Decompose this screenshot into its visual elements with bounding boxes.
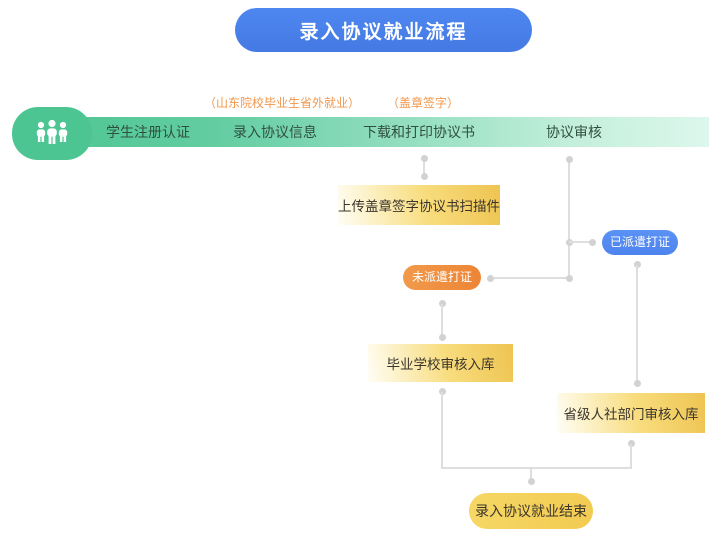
connector-line xyxy=(441,392,443,469)
node-school-review-label: 毕业学校审核入库 xyxy=(386,357,495,372)
connector-line xyxy=(441,304,443,335)
step-download-print-agreement: 下载和打印协议书 xyxy=(363,124,475,140)
connector-dot xyxy=(634,380,641,387)
connector-line xyxy=(494,277,568,279)
process-bar xyxy=(50,117,709,147)
connector-dot xyxy=(421,173,428,180)
annotation-out-of-province: （山东院校毕业生省外就业） xyxy=(203,96,361,110)
connector-line xyxy=(569,241,590,243)
step-agreement-review: 协议审核 xyxy=(546,124,602,140)
connector-dot xyxy=(487,275,494,282)
node-provincial-review-label: 省级人社部门审核入库 xyxy=(563,407,699,422)
connector-dot xyxy=(421,155,428,162)
node-upload-scan-label: 上传盖章签字协议书扫描件 xyxy=(338,199,500,214)
group-people-icon xyxy=(36,119,68,144)
annotation-stamp-sign: （盖章签字） xyxy=(386,96,460,110)
connector-line xyxy=(530,469,532,478)
connector-line xyxy=(630,444,632,469)
step-student-registration: 学生注册认证 xyxy=(106,124,190,140)
connector-line xyxy=(568,158,570,279)
node-not-dispatched-pill: 未派遣打证 xyxy=(403,265,481,290)
connector-dot xyxy=(439,388,446,395)
connector-dot xyxy=(589,239,596,246)
connector-dot xyxy=(628,440,635,447)
node-finish-pill: 录入协议就业结束 xyxy=(469,493,593,529)
connector-dot xyxy=(439,334,446,341)
connector-dot xyxy=(566,156,573,163)
actor-icon-block xyxy=(12,107,92,160)
connector-dot xyxy=(566,275,573,282)
flow-title: 录入协议就业流程 xyxy=(299,21,468,43)
connector-dot xyxy=(634,261,641,268)
connector-line xyxy=(423,157,425,178)
node-finish-label: 录入协议就业结束 xyxy=(475,503,587,519)
connector-dot xyxy=(528,478,535,485)
node-school-review-box: 毕业学校审核入库 xyxy=(368,344,513,382)
connector-line xyxy=(636,265,638,383)
flow-title-pill: 录入协议就业流程 xyxy=(235,8,532,52)
node-dispatched-label: 已派遣打证 xyxy=(609,235,670,249)
node-provincial-review-box: 省级人社部门审核入库 xyxy=(557,393,705,433)
connector-line xyxy=(442,467,632,469)
node-not-dispatched-label: 未派遣打证 xyxy=(411,270,472,284)
node-upload-scan-box: 上传盖章签字协议书扫描件 xyxy=(338,185,500,225)
step-enter-agreement-info: 录入协议信息 xyxy=(233,124,317,140)
node-dispatched-pill: 已派遣打证 xyxy=(602,230,678,255)
connector-dot xyxy=(439,300,446,307)
